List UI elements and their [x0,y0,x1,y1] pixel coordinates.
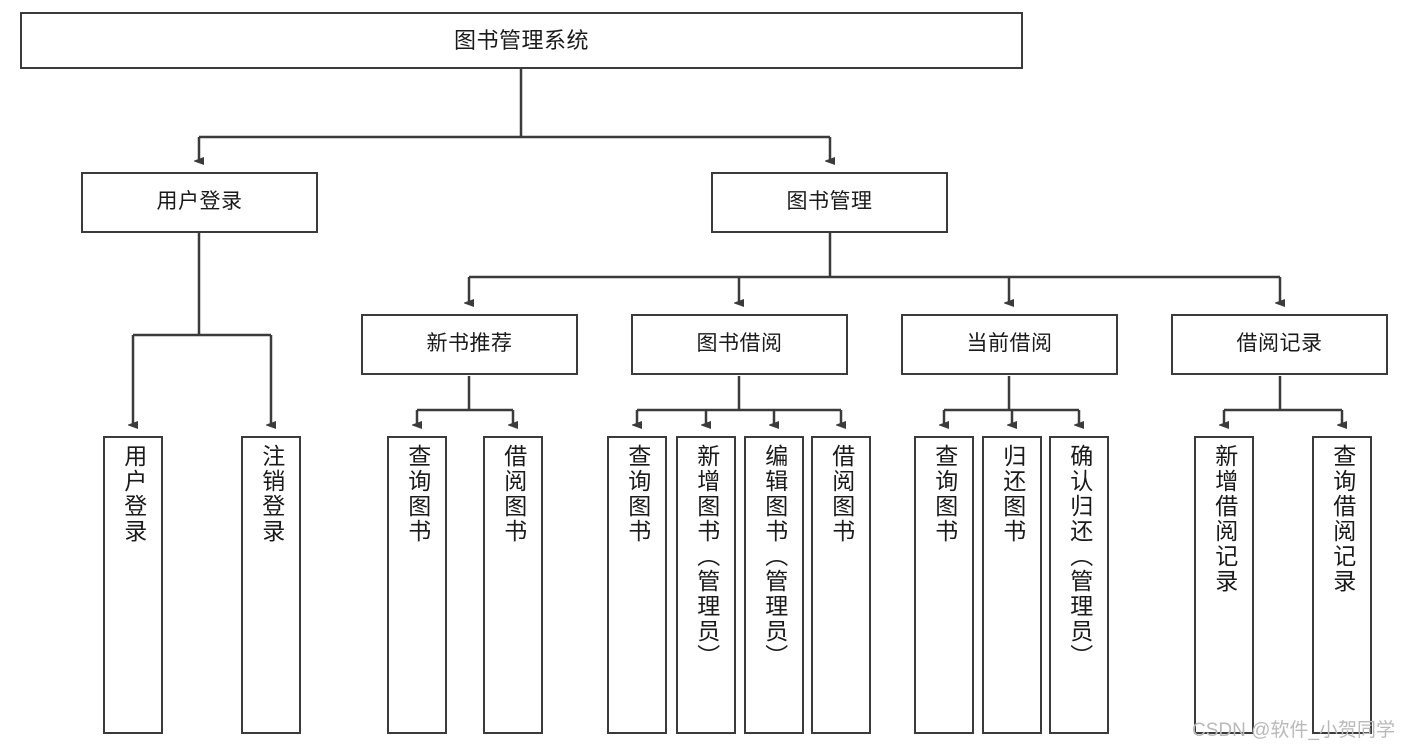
leaf-record-add-record[interactable]: 新增借阅记录 [1194,436,1254,734]
leaf-current-query-book[interactable]: 查询图书 [914,436,974,734]
node-borrow-record[interactable]: 借阅记录 [1171,314,1388,375]
leaf-borrow-query-book[interactable]: 查询图书 [607,436,667,734]
leaf-user-login-signin[interactable]: 用户登录 [103,436,163,734]
node-label: 查询图书 [404,444,431,544]
node-label: 新增借阅记录 [1211,444,1238,594]
leaf-current-confirm-return-admin[interactable]: 确认归还（管理员） [1049,436,1109,734]
node-label: 当前借阅 [966,332,1053,356]
csdn-watermark: CSDN @软件_小贺同学 [1192,720,1395,741]
leaf-user-login-signout[interactable]: 注销登录 [241,436,301,734]
leaf-borrow-borrow-book[interactable]: 借阅图书 [811,436,871,734]
node-current-borrow[interactable]: 当前借阅 [901,314,1118,375]
node-user-login[interactable]: 用户登录 [81,172,318,233]
node-label: 借阅图书 [500,444,527,544]
node-new-book-recommend[interactable]: 新书推荐 [361,314,578,375]
node-label: 注销登录 [258,444,285,544]
node-label: 新书推荐 [426,332,513,356]
node-label: 编辑图书（管理员） [761,444,788,669]
node-label: 查询借阅记录 [1329,444,1356,594]
leaf-borrow-add-book-admin[interactable]: 新增图书（管理员） [676,436,736,734]
leaf-current-return-book[interactable]: 归还图书 [982,436,1042,734]
node-root-system[interactable]: 图书管理系统 [20,12,1023,69]
node-book-management[interactable]: 图书管理 [711,172,948,233]
node-label: 查询图书 [624,444,651,544]
node-label: 借阅记录 [1236,332,1323,356]
node-label: 查询图书 [931,444,958,544]
node-label: 图书借阅 [696,332,783,356]
leaf-new-book-query[interactable]: 查询图书 [387,436,447,734]
node-label: 借阅图书 [828,444,855,544]
node-label: 确认归还（管理员） [1066,444,1093,669]
node-label: 归还图书 [999,444,1026,544]
node-book-borrow[interactable]: 图书借阅 [631,314,848,375]
node-label: 用户登录 [120,444,147,544]
leaf-new-book-borrow[interactable]: 借阅图书 [483,436,543,734]
leaf-borrow-edit-book-admin[interactable]: 编辑图书（管理员） [744,436,804,734]
node-label: 用户登录 [156,190,243,214]
leaf-record-query-record[interactable]: 查询借阅记录 [1312,436,1372,734]
node-label: 新增图书（管理员） [693,444,720,669]
node-label: 图书管理 [786,190,873,214]
node-label: 图书管理系统 [453,27,589,53]
